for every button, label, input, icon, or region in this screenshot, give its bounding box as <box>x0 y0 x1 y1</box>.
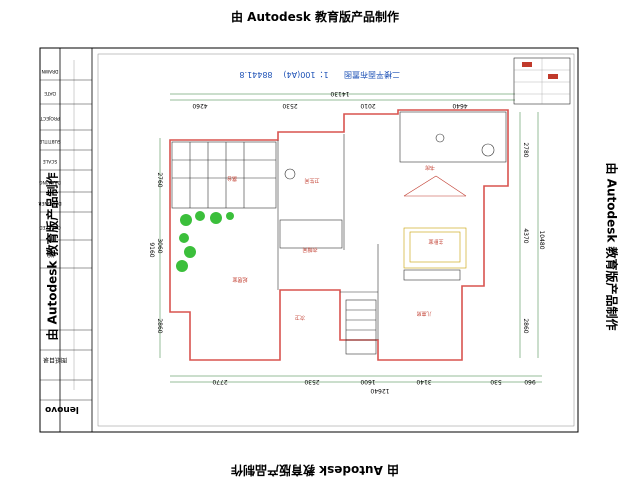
dim-bottom-0: 2770 <box>212 378 227 385</box>
title-block-label-1: DATE <box>44 90 56 96</box>
title-block: lenovo 图纸目录 DRAWN DATE PROJECT SUBTITLE SCAL… <box>38 48 93 432</box>
dim-top-0: 4260 <box>192 102 207 109</box>
dim-top-2: 2010 <box>360 102 375 109</box>
title-block-label-5: DRAWING <box>39 179 61 185</box>
title-block-label-0: DRAWN <box>41 68 58 74</box>
dim-top-3: 4640 <box>452 102 467 109</box>
dim-right-3: 2860 <box>522 318 529 333</box>
dim-left-0: 2760 <box>156 172 163 187</box>
dim-bottom-3: 3140 <box>416 378 431 385</box>
title-block-label-2: PROJECT <box>40 115 60 121</box>
room-study: 书房 <box>425 164 435 171</box>
dim-bottom-1: 2530 <box>304 378 319 385</box>
room-balcony: 露台 <box>227 175 237 182</box>
dim-left-3: 2860 <box>156 318 163 333</box>
dim-right-0: 2780 <box>522 142 529 157</box>
floor-plan-walls <box>169 109 509 361</box>
room-labels: 露台 卫生间 书房 衣帽间 起居室 次卫 儿童房 主卧室 <box>227 164 444 321</box>
dim-right-1: 4370 <box>522 228 529 243</box>
room-wardrobe: 衣帽间 <box>302 246 317 253</box>
dim-bottom-4: 530 <box>490 378 502 385</box>
dimension-lines <box>159 93 542 383</box>
title-block-label-8: NO. <box>46 252 54 258</box>
title-block-label-3: SUBTITLE <box>39 138 61 144</box>
dim-bottom-5: 960 <box>524 378 536 385</box>
title-block-label-6: DESIGNER <box>38 200 61 206</box>
dimension-labels: 14130 4260 2530 2010 4640 12640 2770 2530 1600 31… <box>148 90 545 394</box>
dim-top-total: 14130 <box>330 90 349 97</box>
room-master-bed: 主卧室 <box>428 238 443 245</box>
floor-plan-interior <box>171 111 507 355</box>
legend-box <box>513 57 571 105</box>
room-kids: 儿童房 <box>416 310 431 317</box>
dim-right-2: 10480 <box>538 230 545 249</box>
drawing-code: 88441.8 <box>239 70 272 79</box>
room-bath: 卫生间 <box>304 177 319 184</box>
title-block-footer: 图纸目录 <box>43 356 67 364</box>
drawing-scale: 1：100(A4) <box>283 70 328 79</box>
drawing-title: 二楼平面布置图 1：100(A4) 88441.8 <box>239 70 400 80</box>
dim-left-1: 3060 <box>156 238 163 253</box>
room-living: 起居室 <box>232 276 247 283</box>
company-logo: lenovo <box>45 404 79 414</box>
title-block-labels: DRAWN DATE PROJECT SUBTITLE SCALE DRAWING DESI… <box>38 68 61 258</box>
dim-bottom-2: 1600 <box>360 378 375 385</box>
title-block-label-4: SCALE <box>43 158 58 164</box>
title-block-label-7: CHECKED <box>39 224 61 230</box>
dim-left-2: 9160 <box>148 242 155 257</box>
dim-bottom-total: 12640 <box>370 387 389 394</box>
watermark-top: 由 Autodesk 教育版产品制作 <box>230 10 400 24</box>
drawing-frame <box>97 53 575 427</box>
plant-decoration <box>176 211 234 272</box>
room-bath2: 次卫 <box>295 314 305 321</box>
dim-top-1: 2530 <box>282 102 297 109</box>
drawing-title-text: 二楼平面布置图 <box>344 70 400 80</box>
sheet-border <box>39 47 579 433</box>
